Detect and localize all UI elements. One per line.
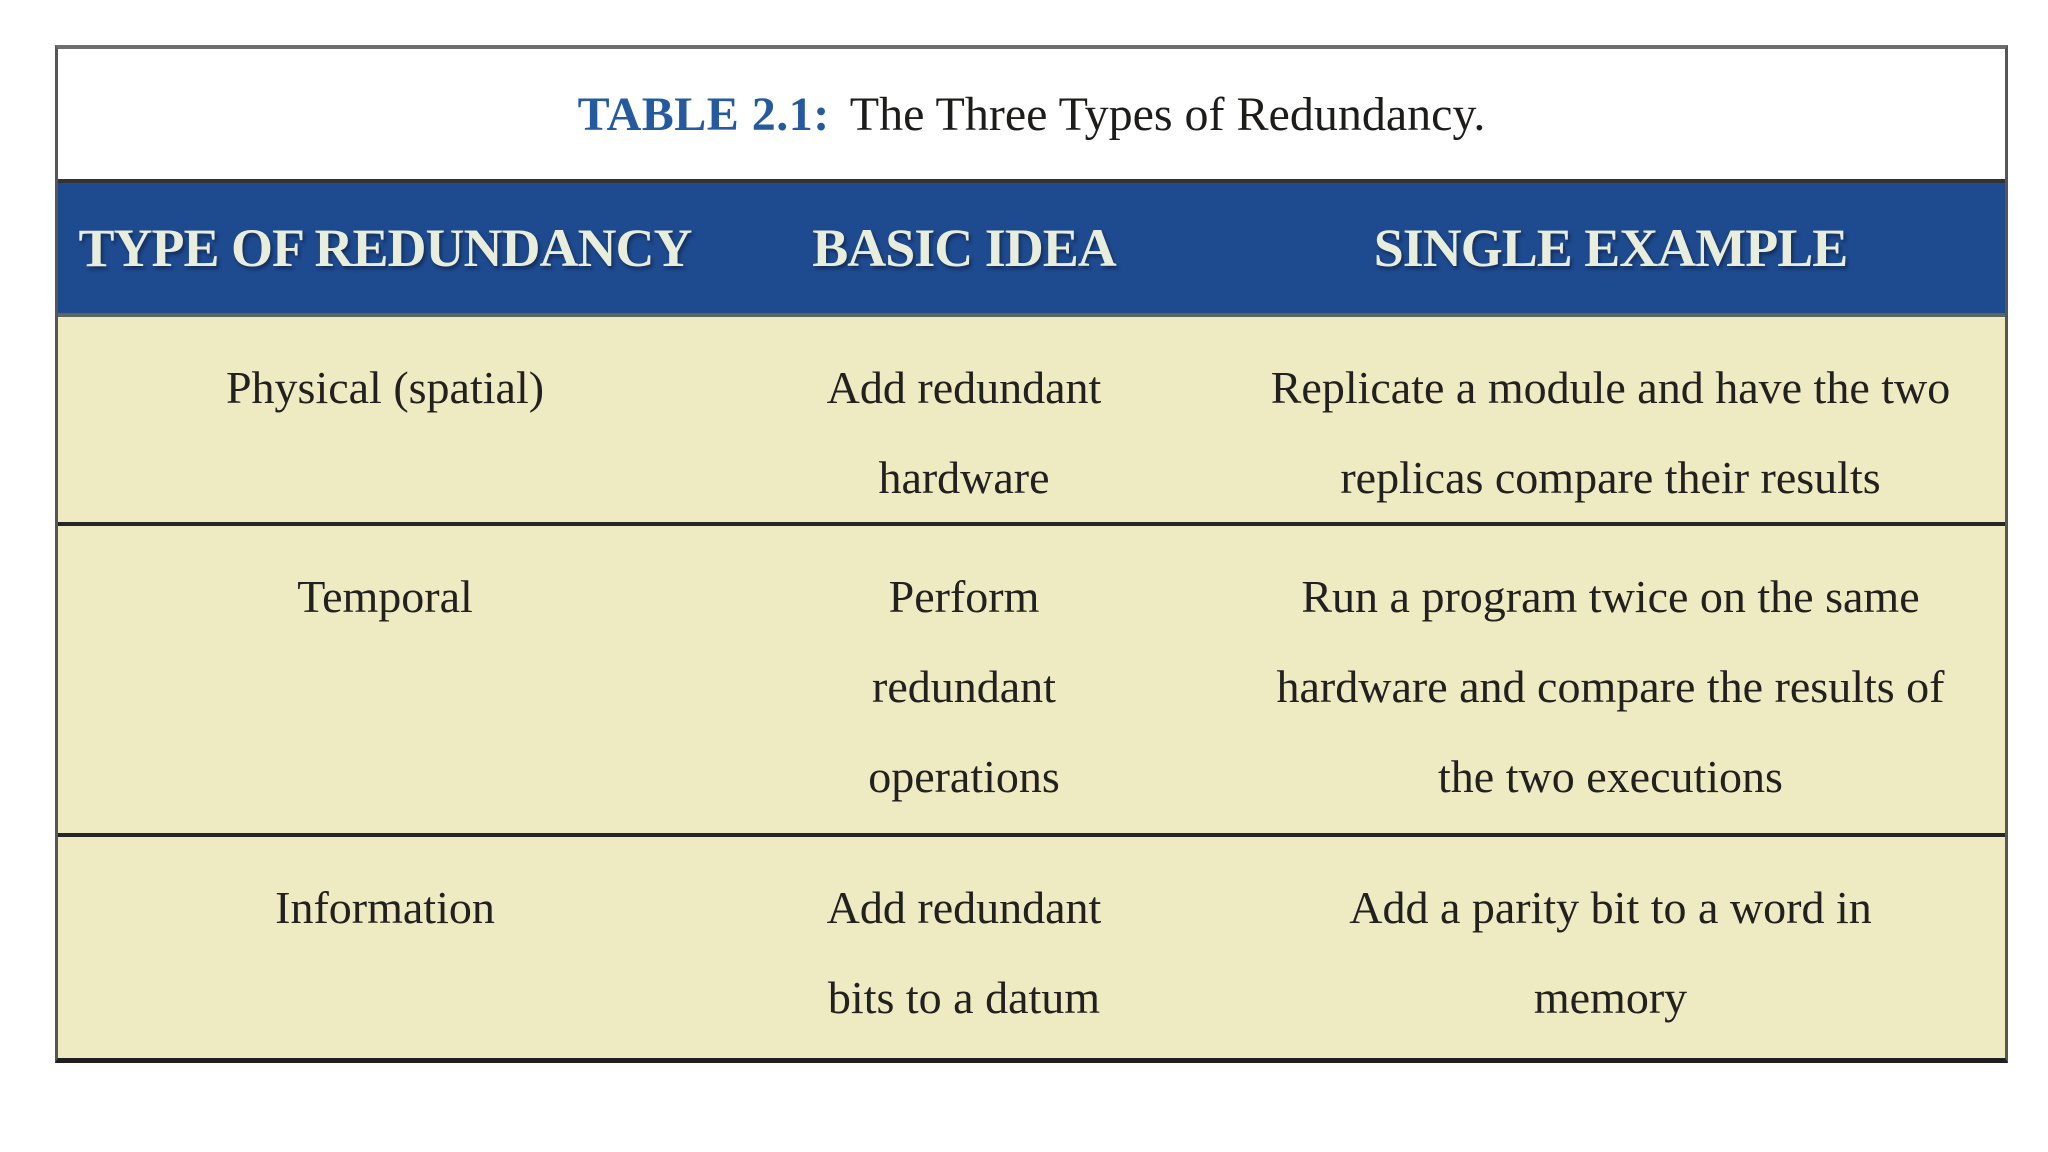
table-header-row: TYPE OF REDUNDANCY BASIC IDEA SINGLE EXA…: [58, 183, 2005, 317]
table-caption-number: TABLE 2.1:: [577, 87, 830, 141]
cell-redundancy-type: Information: [275, 882, 495, 933]
column-header-single-example: SINGLE EXAMPLE: [1373, 218, 1849, 278]
table-caption: TABLE 2.1: The Three Types of Redundancy…: [58, 49, 2005, 183]
cell-redundancy-type: Physical (spatial): [225, 362, 545, 413]
column-header-type-of-redundancy: TYPE OF REDUNDANCY: [78, 218, 693, 278]
redundancy-table: TABLE 2.1: The Three Types of Redundancy…: [55, 45, 2008, 1063]
table-caption-text: The Three Types of Redundancy.: [849, 87, 1486, 141]
column-header-basic-idea: BASIC IDEA: [812, 218, 1117, 278]
cell-redundancy-type: Temporal: [297, 571, 473, 622]
